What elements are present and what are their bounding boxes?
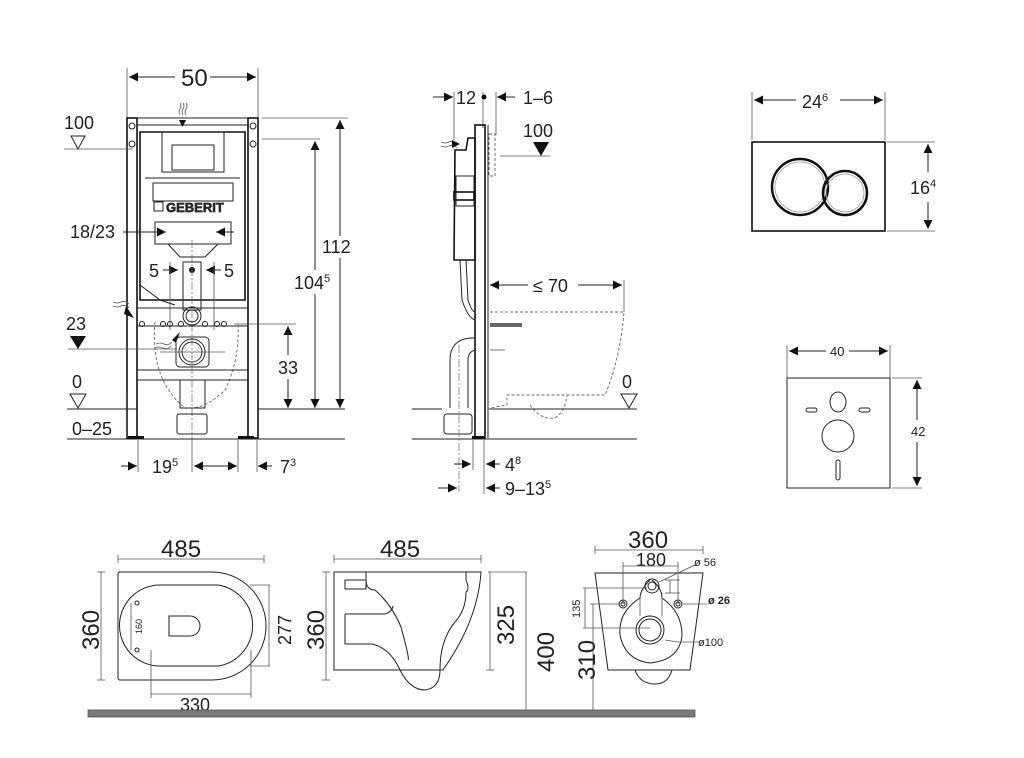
dim-bracket-18-23: 18/23 xyxy=(70,222,115,242)
dim-mat-height: 42 xyxy=(911,424,925,439)
top-length-485: 485 xyxy=(161,536,201,563)
dim-depth-12: 12 xyxy=(456,88,476,108)
bowl-side-view: 485 360 325 400 xyxy=(303,536,560,710)
dim-offset-4-8: 48 xyxy=(505,455,521,475)
mount-holes xyxy=(139,321,227,327)
sound-mat xyxy=(786,377,891,489)
dim-bottom-left: 195 xyxy=(152,457,178,477)
bolt-spacing-180: 180 xyxy=(636,550,666,570)
dim-offset-range: 9–135 xyxy=(505,479,551,499)
geberit-logo: GEBERIT xyxy=(166,200,224,215)
side-height-360: 360 xyxy=(303,610,330,650)
floor-bar xyxy=(87,709,696,718)
front-view: 50 GEBERIT 100 18/23 5 xyxy=(64,65,360,477)
inlet-diameter-56: ø 56 xyxy=(694,557,716,569)
inlet-offset-135: 135 xyxy=(571,600,583,618)
dim-plate-width: 246 xyxy=(802,92,828,112)
dim-actuator-height: 1045 xyxy=(294,273,330,293)
top-width-360: 360 xyxy=(78,610,105,650)
bowl-top-view: 485 360 160 277 330 xyxy=(78,536,295,715)
flush-plate-view: 246 164 xyxy=(751,92,936,232)
sound-mat-view: 40 42 xyxy=(786,344,925,489)
side-length-485: 485 xyxy=(380,536,420,563)
dim-width-50: 50 xyxy=(181,65,208,92)
dim-offset-right-5: 5 xyxy=(224,261,234,281)
rim-height-325: 325 xyxy=(493,605,520,645)
side-level-100-label: 100 xyxy=(523,121,553,141)
dim-wall-range: 1–6 xyxy=(523,88,553,108)
dim-bowl-projection: ≤ 70 xyxy=(533,276,568,296)
dim-drain-height-33: 33 xyxy=(278,358,298,378)
bolt-diameter-26: ø 26 xyxy=(708,595,730,607)
level-0-label: 0 xyxy=(72,372,82,392)
level-23-label: 23 xyxy=(66,314,86,334)
side-view: 12 1–6 100 ≤ 70 0 xyxy=(412,88,638,499)
dim-offset-left-5: 5 xyxy=(149,261,159,281)
dim-bottom-right: 73 xyxy=(280,457,296,477)
dim-mat-width: 40 xyxy=(830,344,844,359)
dim-plate-height: 164 xyxy=(910,178,936,198)
outlet-diameter-100: ø100 xyxy=(698,637,723,649)
seat-width-277: 277 xyxy=(275,615,295,645)
seat-holes-160: 160 xyxy=(134,619,144,634)
flush-plate xyxy=(751,141,886,232)
level-100-label: 100 xyxy=(64,113,94,133)
floor-height-400: 400 xyxy=(533,632,560,672)
dim-total-height-112: 112 xyxy=(322,237,351,257)
back-width-360: 360 xyxy=(628,527,668,554)
outlet-height-310: 310 xyxy=(574,640,601,680)
side-level-0-label: 0 xyxy=(622,372,632,392)
bowl-back-view: 360 180 ø 56 ø 26 ø100 135 xyxy=(571,527,730,710)
dim-adjust-range: 0–25 xyxy=(72,419,112,439)
